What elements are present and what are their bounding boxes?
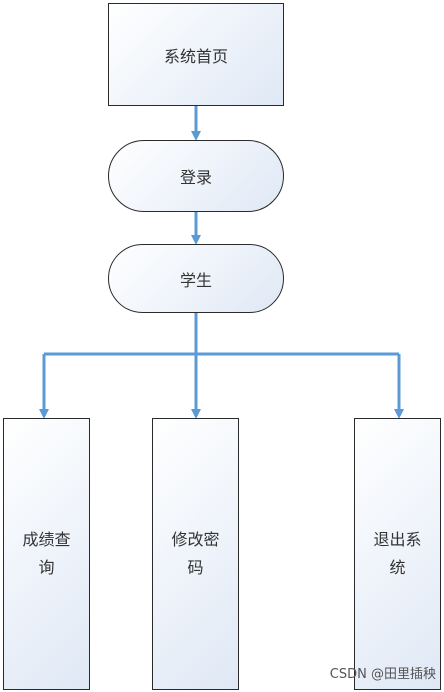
node-grade-query-label: 成绩查询 xyxy=(22,530,71,577)
node-change-password: 修改密码 xyxy=(152,418,239,690)
node-change-password-label: 修改密码 xyxy=(171,530,220,577)
node-grade-query: 成绩查询 xyxy=(3,418,90,690)
node-student-label: 学生 xyxy=(179,270,212,290)
node-login: 登录 xyxy=(108,140,284,212)
node-system-home: 系统首页 xyxy=(108,3,284,106)
node-exit-system-label: 退出系统 xyxy=(373,530,422,577)
node-login-label: 登录 xyxy=(179,168,212,187)
node-student: 学生 xyxy=(108,244,284,313)
node-system-home-label: 系统首页 xyxy=(163,46,228,66)
watermark: CSDN @田里插秧 xyxy=(329,667,436,682)
node-exit-system: 退出系统 xyxy=(354,418,441,690)
